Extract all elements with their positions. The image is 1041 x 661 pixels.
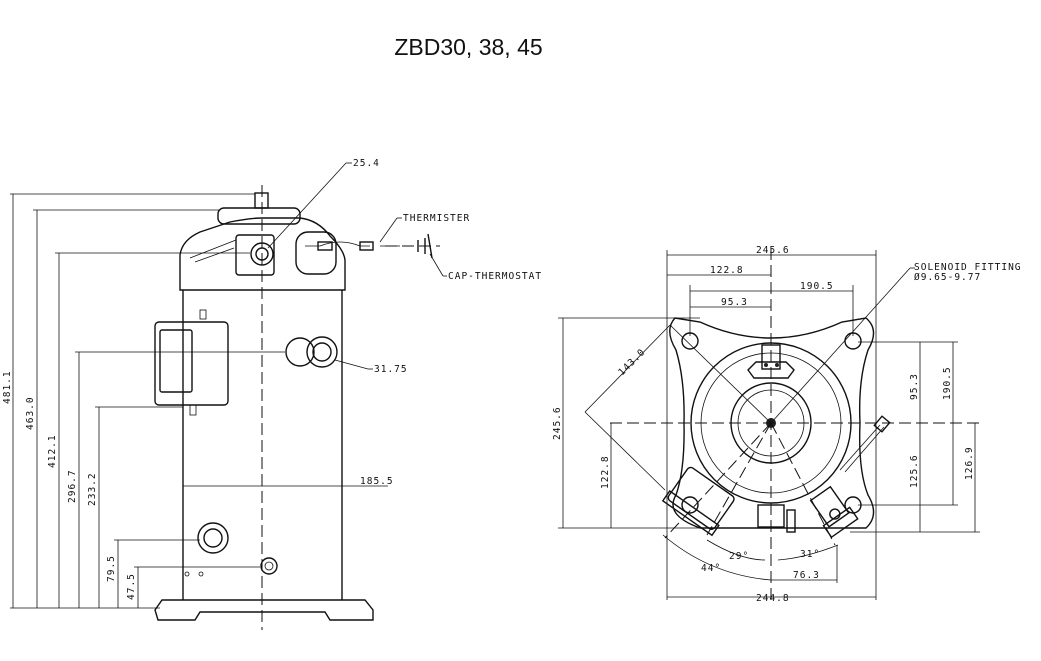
oil-fitting [260,557,278,575]
top-view: 245.6 122.8 190.5 95.3 SOLENOID FITTING … [552,245,1022,605]
side-view: 25.4 THERMISTER CAP-THERMOSTAT 31.75 185… [2,158,542,630]
angle-44-label: 44° [701,563,721,574]
offset-76-label: 76.3 [793,570,820,581]
diagonal-label: 143.0 [616,347,648,379]
vertical-dimensions [10,162,447,609]
height-left-label: 245.6 [552,406,563,440]
terminal-box-top [661,466,735,537]
overall-height-label: 481.1 [2,370,13,404]
right-bolt-half-label: 95.3 [909,373,920,400]
half-width-label: 122.8 [710,265,744,276]
compressor-shell [182,290,343,600]
half-height-left-label: 122.8 [600,455,611,489]
thermister-label: THERMISTER [403,213,470,224]
right-bolt-span-label: 190.5 [942,366,953,400]
drawing-title: ZBD30, 38, 45 [0,34,1041,61]
width-bottom-label: 244.8 [756,593,790,604]
width-top-label: 245.6 [756,245,790,256]
top-view-dimensions [558,250,980,600]
compressor-head [179,217,346,291]
bolt-half-label: 95.3 [721,297,748,308]
base-plate [669,317,875,529]
cap-thermostat-label: CAP-THERMOSTAT [448,271,542,282]
mounting-base [154,599,374,621]
lower-fitting-label: 79.5 [106,555,117,582]
solenoid-label: SOLENOID FITTING [914,262,1022,273]
top-fitting-label: 25.4 [353,158,380,169]
discharge-height-label: 412.1 [47,434,58,468]
cap-height-label: 463.0 [25,396,36,430]
angle-29-label: 29° [729,551,749,562]
box-bottom-label: 233.2 [87,472,98,506]
bolt-span-label: 190.5 [800,281,834,292]
suction-height-label: 296.7 [67,469,78,503]
solenoid-size-label: Ø9.65-9.77 [914,272,981,283]
suction-fitting [285,337,315,367]
angle-31-label: 31° [800,549,820,560]
suction-fitting-top [809,485,859,539]
right-125-label: 125.6 [909,454,920,488]
title-text: ZBD30, 38, 45 [394,34,543,60]
right-126-label: 126.9 [964,446,975,480]
discharge-boss [235,234,275,276]
thermister-boss [295,231,337,275]
oil-fitting-label: 47.5 [126,573,137,600]
mount-hole [681,496,699,514]
suction-label: 31.75 [374,364,408,375]
shell-diameter-label: 185.5 [360,476,394,487]
lower-fitting [197,522,229,554]
